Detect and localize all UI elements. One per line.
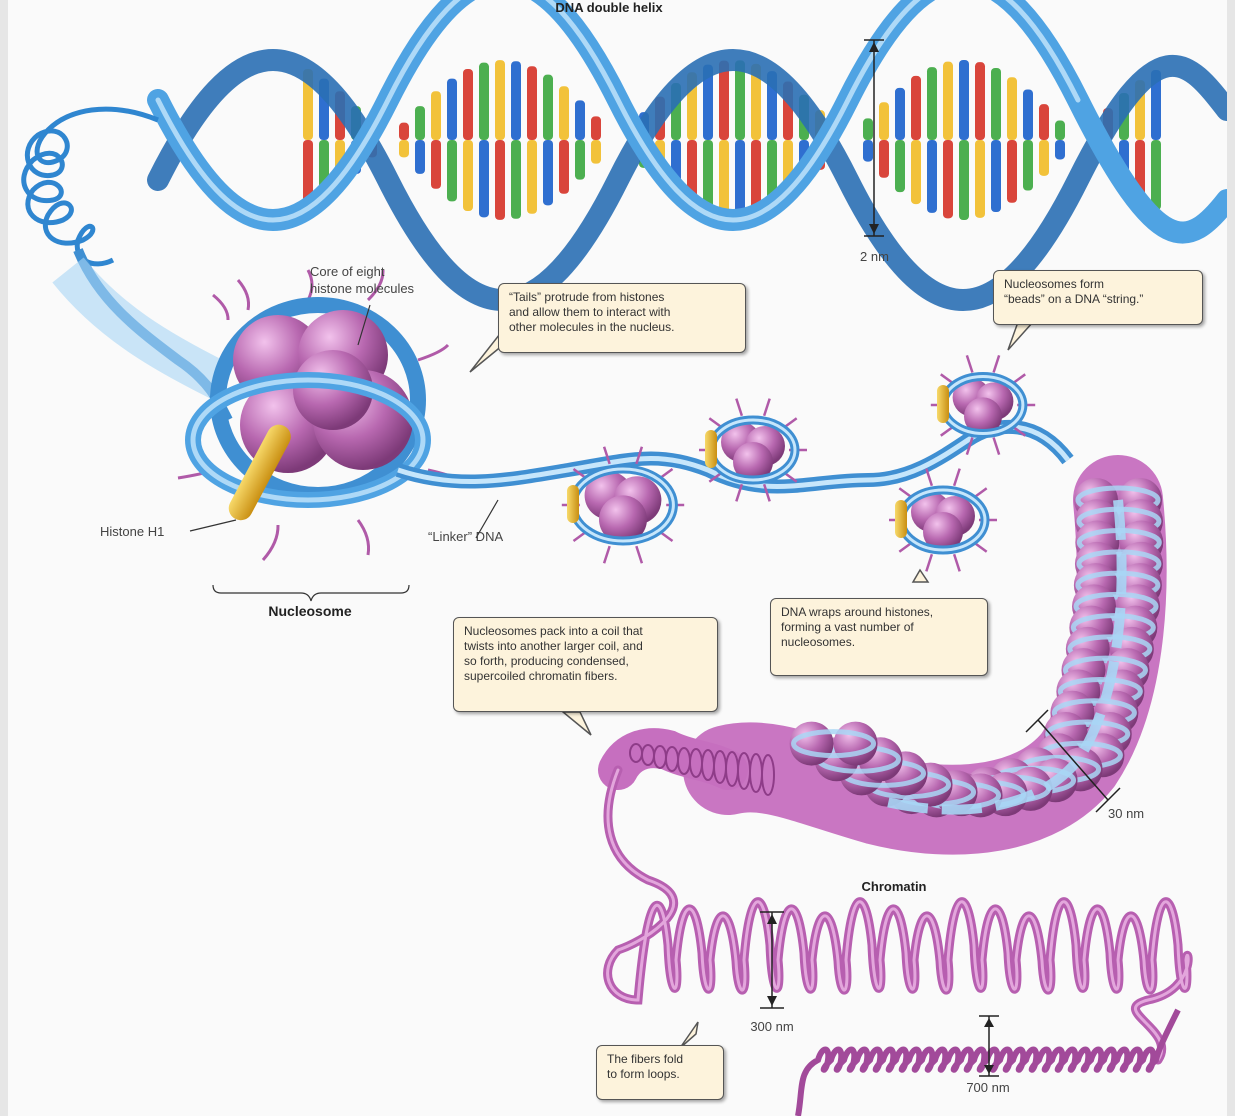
base-pair-half [495,60,505,140]
callout-pack: Nucleosomes pack into a coil that twists… [453,617,718,712]
base-pair-half [575,100,585,140]
base-pair-half [495,140,505,220]
dna-double-helix [24,0,1227,420]
histone-h1-shape [705,430,717,468]
histone-tail [213,295,228,320]
histone-tail [736,399,742,416]
base-pair-half [479,63,489,140]
histone-h1-label: Histone H1 [100,524,164,539]
base-pair-half [1151,140,1161,210]
base-pair-half [1007,77,1017,140]
base-pair-half [447,140,457,201]
histone-tail [967,355,973,372]
base-pair-half [399,140,409,157]
base-pair-half [399,123,409,140]
base-pair-half [927,140,937,213]
callout-fold: The fibers fold to form loops. [596,1045,724,1100]
base-pair-half [895,88,905,140]
base-pair-half [527,140,537,214]
base-pair-half [559,86,569,140]
histone-tail [418,345,448,360]
base-pair-half [863,140,873,162]
base-pair-half [1023,140,1033,190]
histone-tail [926,554,932,571]
base-pair-half [1039,104,1049,140]
small-nucleosome [889,469,997,572]
chromatin-diagram: DNA double helix 2 nm Core of eight histo… [8,0,1227,1116]
base-pair-half [447,79,457,140]
base-pair-half [991,68,1001,140]
base-pair-half [895,140,905,192]
base-pair-half [511,140,521,219]
base-pair-half [431,91,441,140]
callout-beads: Nucleosomes form “beads” on a DNA “strin… [993,270,1203,325]
histone-tail [238,280,249,310]
base-pair-half [1023,90,1033,140]
base-pair-half [991,140,1001,212]
base-pair-half [527,66,537,140]
base-pair-half [1055,121,1065,140]
histone-tail [263,525,278,560]
nucleosome-label: Nucleosome [268,603,351,619]
base-pair-half [1055,140,1065,159]
base-pair-half [511,61,521,140]
base-pair-half [591,116,601,140]
coiled-dna [24,109,158,264]
histone-tail [604,546,610,563]
base-pair-half [575,140,585,180]
base-pair-half [1007,140,1017,203]
thirty-nm-label: 30 nm [1108,806,1144,821]
base-pair-half [415,106,425,140]
base-pair-half [863,118,873,140]
fiber-bead [834,722,878,766]
histone-h1-shape [937,385,949,423]
histone-h1-shape [567,485,579,523]
chromatin-label: Chromatin [862,879,927,894]
histone-tail [954,469,960,486]
base-pair-half [463,140,473,211]
base-pairs [303,60,1161,220]
base-pair-half [879,140,889,178]
histone-tail [358,520,369,555]
base-pair-half [591,140,601,164]
base-pair-half [1039,140,1049,176]
base-pair-half [543,140,553,205]
linker-dna-label: “Linker” DNA [428,529,503,544]
two-nm-label: 2 nm [860,249,889,264]
core-histones-label-line: Core of eight [310,264,385,279]
histone-tail [994,438,1000,455]
core-histones-label: Core of eight histone molecules [310,264,415,296]
small-nucleosome [931,355,1035,454]
base-pair-half [959,140,969,220]
histone-h1-shape [895,500,907,538]
dna-helix-title: DNA double helix [555,0,663,15]
base-pair-half [959,60,969,140]
callout-wraps: DNA wraps around histones, forming a vas… [770,598,988,676]
callout-tails: “Tails” protrude from histones and allow… [498,283,746,353]
base-pair-half [911,76,921,140]
base-pair-half [927,67,937,140]
core-histones-label-line: histone molecules [310,281,415,296]
histone-tail [764,399,770,416]
base-pair-half [975,140,985,218]
base-pair-half [431,140,441,189]
three-hundred-nm-label: 300 nm [750,1019,793,1034]
base-pair-half [463,69,473,140]
base-pair-half [479,140,489,217]
base-pair-half [911,140,921,204]
seven-hundred-nm-label: 700 nm [966,1080,1009,1095]
histone-tail [636,546,642,563]
histone-tail [994,355,1000,372]
histone-tail [954,554,960,571]
fiber-bead [790,722,834,766]
base-pair-half [975,62,985,140]
large-nucleosome [178,270,458,560]
base-pair-half [543,75,553,140]
base-pair-half [943,62,953,140]
base-pair-half [415,140,425,174]
base-pair-half [559,140,569,194]
base-pair-half [943,140,953,218]
base-pair-half [879,102,889,140]
